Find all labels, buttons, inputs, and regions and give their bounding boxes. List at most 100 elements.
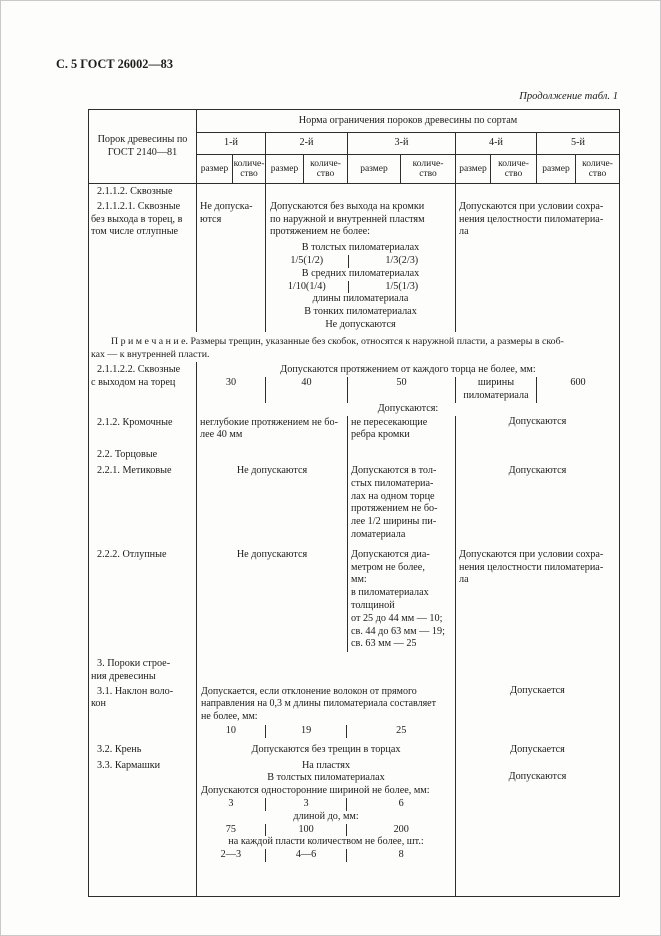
cell-grades-1-2: Не допускаются	[197, 462, 348, 543]
value-grade-3: 25	[396, 725, 407, 737]
label-count-per-face: на каждой пласти количеством не более, ш…	[228, 836, 424, 848]
label-on-faces: На пластях	[301, 759, 351, 771]
norm-header: Норма ограничения пороков древесины по с…	[197, 110, 619, 133]
value-grade-1: 30	[197, 377, 266, 403]
size-header: размер	[537, 155, 576, 183]
row-title: 2.2. Торцовые	[89, 443, 197, 463]
size-header: размер	[348, 155, 401, 183]
qty-header: количе- ство	[304, 155, 348, 183]
norm-header-group: Норма ограничения пороков древесины по с…	[197, 110, 619, 183]
qty-header: количе- ство	[233, 155, 266, 183]
row-title: 2.2.2. Отлупные	[89, 542, 197, 653]
label-thin-lumber: В тонких пиломатериалах	[304, 306, 417, 318]
qty-header: количе- ство	[582, 158, 613, 180]
size-header: размер	[456, 155, 491, 183]
cell-grades-1-3: На пластях В толстых пиломатериалах Допу…	[197, 757, 456, 863]
label-thick-lumber: В толстых пиломатериалах	[301, 242, 420, 254]
row-through-cracks-heading: 2.1.1.2. Сквозные	[89, 184, 619, 200]
row-metik-cracks: 2.2.1. Метиковые Не допускаются Допускаю…	[89, 462, 619, 543]
row-title: 3.3. Кармашки	[89, 757, 197, 863]
width-intro: Допускаются односторонние шириной не бол…	[201, 785, 430, 797]
value-grade-1: 2—3	[197, 849, 266, 863]
cell-grades-4-5: Допускается	[510, 684, 565, 696]
value-grade-4: ширины пиломатериала	[456, 377, 537, 403]
value-grade-2: 1/10(1/4)	[287, 280, 326, 292]
row-cracks-end-exit: 2.1.1.2.2. Сквозные с выходом на торец Д…	[89, 362, 619, 403]
grade-header-3: 3-й	[348, 133, 456, 154]
cell-grades-1-2: Не допускаются	[197, 542, 348, 653]
page-header: С. 5 ГОСТ 26002—83	[56, 57, 173, 71]
cell-grades-1-2: неглубокие протяжением не бо- лее 40 мм	[197, 415, 348, 444]
values-row: 30 40 50 ширины пиломатериала 600	[197, 377, 619, 403]
row-compression-wood: 3.2. Крень Допускаются без трещин в торц…	[89, 737, 619, 758]
value-grade-1: 75	[197, 823, 266, 837]
row-edge-cracks: 2.1.2. Кромочные Допускаются: неглубокие…	[89, 402, 619, 444]
empty-cell	[197, 862, 456, 897]
cell-grades-2-3: Допускаются без выхода на кромки по нару…	[266, 199, 456, 332]
value-grade-3: 200	[393, 823, 409, 835]
cell-grades-4-5: Допускаются	[508, 464, 567, 476]
defect-norms-table: Порок древесины по ГОСТ 2140—81 Норма ог…	[88, 109, 620, 898]
cell-grade-3: Допускаются в тол- стых пиломатериа- лах…	[348, 462, 456, 543]
count-values-row: 2—3 4—6 8	[197, 849, 455, 863]
thick-values-row: 1/5(1/2) 1/3(2/3)	[266, 254, 455, 268]
cell-grades-4-5: Допускается	[510, 743, 565, 755]
size-header: размер	[197, 155, 233, 183]
cell-grades-1-3: Допускается, если отклонение волокон от …	[197, 684, 456, 738]
row-end-cracks-heading: 2.2. Торцовые	[89, 443, 619, 463]
qty-header: количе- ство	[401, 155, 456, 183]
row-title: 3. Пороки строе- ния древесины	[89, 652, 197, 685]
row-structure-defects-heading: 3. Пороки строе- ния древесины	[89, 652, 619, 685]
row-filler	[89, 862, 619, 897]
empty-cell	[348, 443, 456, 463]
table-continuation-label: Продолжение табл. 1	[519, 91, 618, 102]
value-grade-2: 3	[266, 798, 348, 811]
cell-grades-4-5: Допускаются при условии сохра- нения цел…	[459, 200, 604, 238]
empty-cell	[89, 862, 197, 897]
empty-cell	[456, 443, 619, 463]
row-ring-shakes: 2.2.2. Отлупные Не допускаются Допускают…	[89, 542, 619, 653]
cell-grade-3: не пересекающие ребра кромки	[348, 415, 456, 444]
note-text: П р и м е ч а н и е. Размеры трещин, ука…	[91, 335, 564, 360]
value-grade-5: 600	[570, 377, 586, 389]
empty-cell	[456, 184, 619, 200]
empty-cell	[456, 652, 619, 685]
empty-cell	[197, 652, 456, 685]
grade-header-5: 5-й	[571, 137, 585, 149]
row-title: 2.1.1.2.1. Сквозные без выхода в торец, …	[89, 199, 197, 332]
row-title: 2.2.1. Метиковые	[89, 462, 197, 543]
row-intro: Допускаются протяжением от каждого торца…	[280, 364, 536, 376]
defect-column-header: Порок древесины по ГОСТ 2140—81	[89, 110, 197, 183]
medium-values-row: 1/10(1/4) 1/5(1/3)	[266, 280, 455, 294]
row-pitch-pockets: 3.3. Кармашки На пластях В толстых пилом…	[89, 757, 619, 863]
width-values-row: 3 3 6	[197, 798, 455, 811]
size-qty-headers: размер количе- ство размер количе- ство …	[197, 155, 619, 183]
label-thick-lumber: В толстых пиломатериалах	[267, 772, 385, 784]
row-intro: Допускаются:	[377, 402, 439, 414]
cell-grade-3: Допускаются диа- метром не более, мм: в …	[348, 542, 456, 653]
row-cracks-no-end-exit: 2.1.1.2.1. Сквозные без выхода в торец, …	[89, 199, 619, 332]
row-grain-slope: 3.1. Наклон воло- кон Допускается, если …	[89, 684, 619, 738]
value-grade-3: 6	[398, 798, 404, 810]
value-grade-3: 50	[348, 377, 456, 403]
values-row: неглубокие протяжением не бо- лее 40 мм …	[197, 415, 619, 444]
cell-all-grades: Допускаются протяжением от каждого торца…	[197, 362, 619, 403]
label-length: длины пиломатериала	[312, 293, 409, 305]
row-title: 3.2. Крень	[89, 737, 197, 758]
grade-header-4: 4-й	[456, 133, 537, 154]
value-grade-3: 8	[398, 849, 404, 861]
cell-grade-1: Не допуска- ются	[197, 199, 266, 332]
cell-grades-1-3: Допускаются без трещин в торцах	[197, 737, 456, 758]
cell-grades-4-5: Допускаются при условии сохра- нения цел…	[459, 548, 604, 586]
cell-grades-4-5: Допускаются	[508, 770, 567, 782]
value-grade-2: 1/5(1/2)	[290, 254, 324, 266]
qty-header: количе- ство	[491, 155, 537, 183]
value-grade-2: 4—6	[266, 849, 348, 863]
grade-header-1: 1-й	[197, 133, 266, 154]
grades-2-3-intro: Допускаются без выхода на кромки по нару…	[270, 200, 425, 238]
row-intro: Допускается, если отклонение волокон от …	[201, 685, 436, 723]
empty-cell	[456, 862, 619, 896]
grade-headers: 1-й 2-й 3-й 4-й 5-й	[197, 133, 619, 155]
length-values-row: 75 100 200	[197, 823, 455, 837]
